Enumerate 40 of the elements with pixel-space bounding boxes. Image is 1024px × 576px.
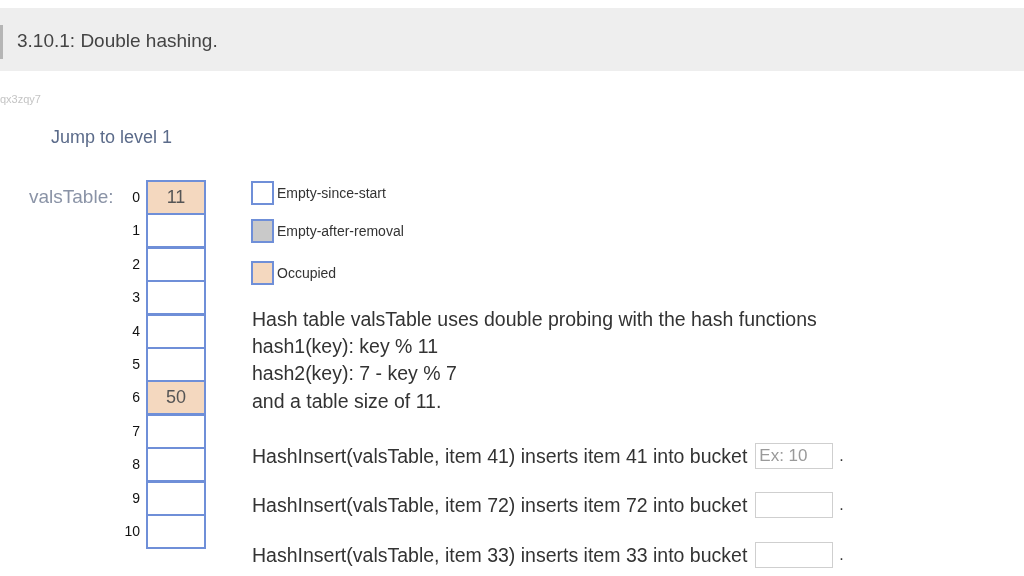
- bucket-cell: [146, 280, 206, 315]
- variable-name: valsTable:: [29, 185, 114, 208]
- bucket-cell: [146, 514, 206, 549]
- bucket-index: 6: [132, 389, 140, 405]
- bucket-cell: [146, 347, 206, 382]
- sentence-period: .: [839, 496, 844, 514]
- question-text: HashInsert(valsTable, item 72) inserts item 72 into bucket: [252, 493, 748, 517]
- bucket-index: 9: [132, 490, 140, 506]
- problem-text: and a table size of 11.: [252, 390, 442, 413]
- bucket-index: 10: [124, 523, 140, 539]
- bucket-index: 5: [132, 356, 140, 372]
- bucket-cell: 11: [146, 180, 206, 215]
- input-field: Ex: 10: [755, 443, 834, 469]
- bucket-cell: [146, 213, 206, 248]
- exercise-id: qx3zqy7: [0, 93, 41, 106]
- problem-text: hash2(key): 7 - key % 7: [252, 362, 457, 385]
- question-text: HashInsert(valsTable, item 33) inserts item 33 into bucket: [252, 543, 748, 567]
- bucket-cell: [146, 314, 206, 349]
- bucket-index: 2: [132, 256, 140, 272]
- bucket-index: 4: [132, 323, 140, 339]
- bucket-index: 7: [132, 423, 140, 439]
- bucket-cell: 50: [146, 380, 206, 415]
- bucket-cell: [146, 447, 206, 482]
- heading: 3.10.1: Double hashing.: [17, 29, 218, 52]
- bucket-index: 3: [132, 289, 140, 305]
- problem-text: Hash table valsTable uses double probing with the hash functions: [252, 308, 817, 331]
- bucket-cell: [146, 481, 206, 516]
- legend-label: Occupied: [277, 265, 337, 281]
- bucket-cell: [146, 247, 206, 282]
- sentence-period: .: [839, 546, 844, 564]
- legend-label: Empty-since-start: [277, 185, 386, 201]
- problem-text: hash1(key): key % 11: [252, 335, 439, 358]
- bucket-cell: [146, 414, 206, 449]
- bucket-index: 8: [132, 456, 140, 472]
- question-text: HashInsert(valsTable, item 41) inserts item 41 into bucket: [252, 444, 748, 468]
- sentence-period: .: [839, 447, 844, 465]
- legend-label: Empty-after-removal: [277, 223, 404, 239]
- bucket-index: 1: [132, 222, 140, 238]
- level-link: Jump to level 1: [51, 126, 173, 148]
- bucket-index: 0: [132, 189, 140, 205]
